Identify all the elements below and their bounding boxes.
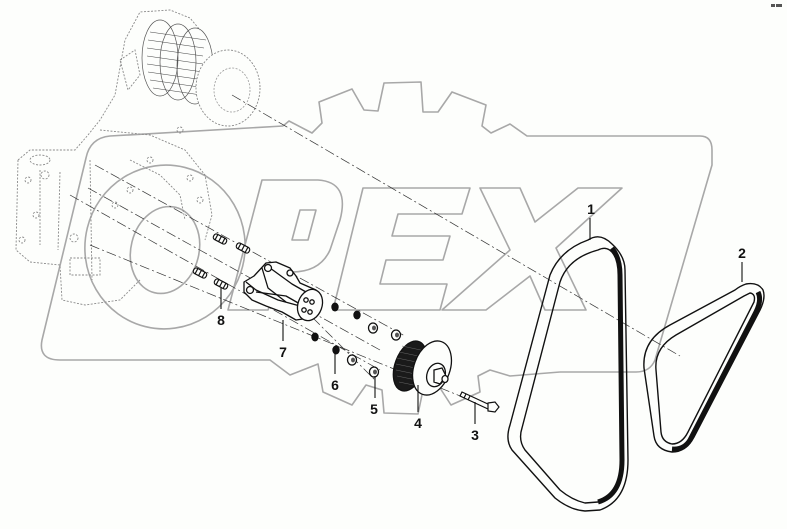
watermark-letter-o-inner [129,205,201,295]
opex-watermark [40,81,713,415]
callout-7: 7 [279,344,287,360]
washer [311,332,319,342]
accessory-drive-pulley [141,19,261,127]
stud [192,267,208,279]
watermark-letter-o-outer [84,164,246,330]
stud [213,278,229,290]
washer [332,345,340,355]
callout-5: 5 [370,401,378,417]
watermark-letter-x [441,187,623,311]
callout-1: 1 [587,201,595,217]
washer [353,310,361,320]
nut [346,354,358,366]
stud [212,233,228,245]
watermark-letter-e [332,187,471,311]
assembly-centerlines [69,94,681,401]
stud [235,242,251,254]
callout-8: 8 [217,312,225,328]
watermark-letter-p-bowl [291,209,317,241]
callout-3: 3 [471,427,479,443]
nut [390,329,402,341]
bolt-part-3 [459,391,500,413]
tensioner-bracket-part-7 [243,261,324,322]
nuts-part-5 [346,322,402,378]
callout-2: 2 [738,245,746,261]
watermark-gear-outline [282,81,713,373]
studs-part-8 [192,233,251,290]
corner-reference-mark [771,4,783,8]
drive-belt-part-1 [507,236,629,512]
callout-leaders [220,218,743,424]
drive-belt-part-2 [643,282,765,453]
watermark-body-outline [40,125,561,415]
nut [367,322,379,334]
nut [368,366,380,378]
engine-front-cover [15,9,213,306]
washer [331,302,339,312]
idler-pulley-part-4 [392,340,453,396]
washers-part-6 [311,302,361,355]
callout-4: 4 [414,415,422,431]
callout-6: 6 [331,377,339,393]
